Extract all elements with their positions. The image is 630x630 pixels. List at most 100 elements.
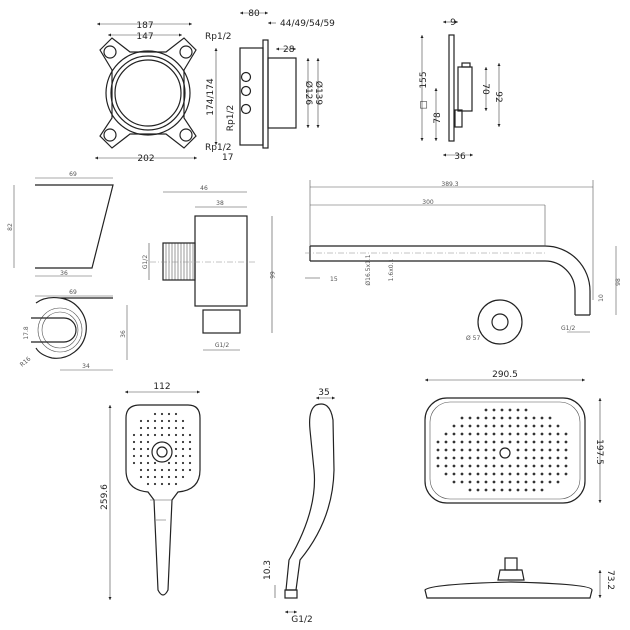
nozzle-dot: [468, 480, 472, 484]
nozzle-dot: [508, 432, 512, 436]
nozzle-dot: [167, 468, 171, 472]
nozzle-dot: [548, 456, 552, 460]
nozzle-dot: [508, 440, 512, 444]
nozzle-dot: [436, 456, 440, 460]
nozzle-dot: [160, 433, 164, 437]
nozzle-dot: [139, 468, 143, 472]
nozzle-dot: [181, 440, 185, 444]
nozzle-dot: [524, 472, 528, 476]
nozzle-dot: [532, 432, 536, 436]
hand-shower-front: 112 259.6: [100, 382, 201, 600]
nozzle-dot: [548, 472, 552, 476]
dim-center-height: 78: [433, 112, 443, 124]
nozzle-dot: [146, 426, 150, 430]
nozzle-dot: [181, 447, 185, 451]
nozzle-dot: [484, 424, 488, 428]
nozzle-dot: [524, 440, 528, 444]
nozzle-dot: [132, 461, 136, 465]
nozzle-dot: [188, 454, 192, 458]
mounting-box-side-view: 80 44/49/54/59 Rp1/2 28 174/174 Rp1/2 Ø1…: [205, 9, 335, 163]
nozzle-dot: [139, 433, 143, 437]
nozzle-dot: [524, 464, 528, 468]
dim-rosette-dia: Ø 57: [466, 335, 480, 342]
nozzle-dot: [516, 432, 520, 436]
dim-holder-radius: R16: [19, 355, 33, 368]
nozzle-dot: [476, 416, 480, 420]
nozzle-dot: [556, 440, 560, 444]
nozzle-dot: [516, 488, 520, 492]
nozzle-dot: [188, 461, 192, 465]
nozzle-dot: [452, 432, 456, 436]
nozzle-dot: [174, 461, 178, 465]
nozzle-dot: [188, 433, 192, 437]
nozzle-dot: [436, 448, 440, 452]
nozzle-dot: [444, 448, 448, 452]
dim-tube-wall: 1.6x0.1: [388, 259, 395, 282]
dim-dia-outer: Ø139: [313, 81, 324, 106]
dim-thread-length: 10: [598, 294, 605, 302]
nozzle-dot: [540, 440, 544, 444]
thread-top: Rp1/2: [205, 32, 231, 42]
dim-hand-width: 112: [153, 382, 170, 392]
nozzle-dot: [508, 464, 512, 468]
nozzle-dot: [444, 464, 448, 468]
shower-holder-views: 69 82 36 69 36 17.8 R16 34: [7, 171, 128, 371]
dim-outlet-height: 66: [268, 271, 275, 279]
nozzle-dot: [500, 432, 504, 436]
nozzle-dot: [188, 447, 192, 451]
nozzle-dot: [540, 480, 544, 484]
nozzle-dot: [188, 440, 192, 444]
nozzle-dot: [524, 448, 528, 452]
nozzle-dot: [492, 456, 496, 460]
dim-width-outer: 187: [136, 21, 153, 31]
nozzle-dot: [468, 456, 472, 460]
nozzle-dot: [452, 472, 456, 476]
nozzle-dot: [516, 464, 520, 468]
dim-sleeve: 28: [283, 45, 295, 55]
nozzle-dot: [146, 461, 150, 465]
nozzle-dot: [452, 440, 456, 444]
nozzle-dot: [460, 424, 464, 428]
nozzle-dot: [468, 488, 472, 492]
nozzle-dot: [548, 480, 552, 484]
dim-hand-thread-length: 10.3: [263, 560, 273, 580]
nozzle-dot: [540, 424, 544, 428]
nozzle-dot: [492, 472, 496, 476]
nozzle-dot: [492, 480, 496, 484]
nozzle-dot: [181, 419, 185, 423]
nozzle-dot: [188, 468, 192, 472]
overhead-shower-nozzles: [436, 408, 568, 492]
nozzle-dot: [516, 424, 520, 428]
nozzle-dot: [484, 456, 488, 460]
nozzle-dot: [167, 412, 171, 416]
nozzle-dot: [460, 456, 464, 460]
nozzle-dot: [500, 464, 504, 468]
nozzle-dot: [524, 408, 528, 412]
thread-outlet: G1/2: [215, 342, 229, 349]
nozzle-dot: [181, 454, 185, 458]
nozzle-dot: [492, 448, 496, 452]
wall-outlet-elbow: 46 38 G1/2 66 G1/2: [142, 185, 275, 351]
dim-holder-height: 82: [7, 223, 14, 231]
nozzle-dot: [500, 472, 504, 476]
dim-hand-depth: 35: [318, 388, 329, 398]
dim-tube-dia: Ø16.5x1.1: [365, 254, 372, 285]
nozzle-dot: [181, 468, 185, 472]
nozzle-dot: [468, 448, 472, 452]
nozzle-dot: [540, 464, 544, 468]
nozzle-dot: [484, 432, 488, 436]
dim-overhead-height: 73.2: [605, 570, 615, 590]
nozzle-dot: [516, 472, 520, 476]
nozzle-dot: [556, 432, 560, 436]
nozzle-dot: [460, 472, 464, 476]
nozzle-dot: [532, 424, 536, 428]
nozzle-dot: [524, 488, 528, 492]
nozzle-dot: [564, 472, 568, 476]
nozzle-dot: [564, 464, 568, 468]
nozzle-dot: [516, 408, 520, 412]
nozzle-dot: [468, 432, 472, 436]
nozzle-dot: [132, 454, 136, 458]
nozzle-dot: [500, 480, 504, 484]
nozzle-dot: [153, 419, 157, 423]
nozzle-dot: [540, 416, 544, 420]
